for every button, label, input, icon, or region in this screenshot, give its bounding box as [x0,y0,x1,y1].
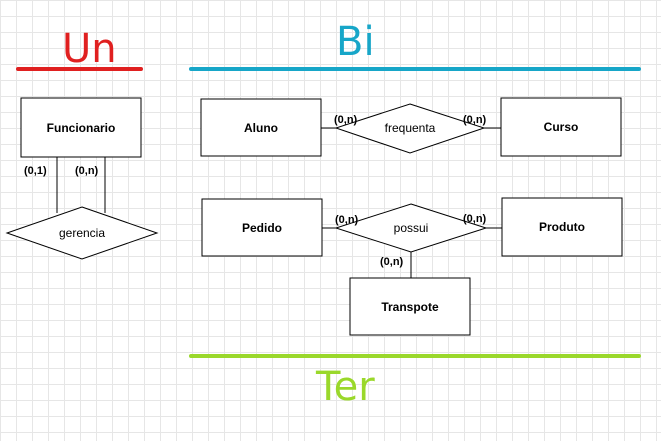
cardinality-possui-pedido: (0,n) [335,214,359,226]
entity-funcionario[interactable]: Funcionario [20,97,142,158]
relationship-gerencia-label: gerencia [59,226,105,240]
entity-pedido-label: Pedido [242,221,282,235]
heading-ternary: Ter [315,364,375,410]
relationship-possui[interactable]: possui [334,203,488,253]
entity-funcionario-label: Funcionario [47,121,116,135]
relationship-frequenta-label: frequenta [385,121,436,135]
heading-unary: Un [62,26,117,72]
cardinality-possui-transpote: (0,n) [380,256,404,268]
entity-curso-label: Curso [544,120,579,134]
relationship-gerencia[interactable]: gerencia [5,206,159,260]
entity-aluno-label: Aluno [244,121,278,135]
relationship-frequenta[interactable]: frequenta [334,103,486,154]
heading-binary: Bi [336,19,375,65]
entity-pedido[interactable]: Pedido [201,198,323,257]
cardinality-frequenta-curso: (0,n) [463,114,487,126]
relationship-possui-label: possui [394,221,429,235]
entity-aluno[interactable]: Aluno [200,98,322,157]
entity-produto-label: Produto [539,220,585,234]
cardinality-possui-produto: (0,n) [463,213,487,225]
cardinality-frequenta-aluno: (0,n) [334,114,358,126]
entity-curso[interactable]: Curso [500,97,622,157]
entity-transpote-label: Transpote [381,300,439,314]
entity-transpote[interactable]: Transpote [349,277,471,336]
cardinality-gerencia-left: (0,1) [24,165,47,177]
cardinality-gerencia-right: (0,n) [75,165,99,177]
entity-produto[interactable]: Produto [501,197,623,257]
